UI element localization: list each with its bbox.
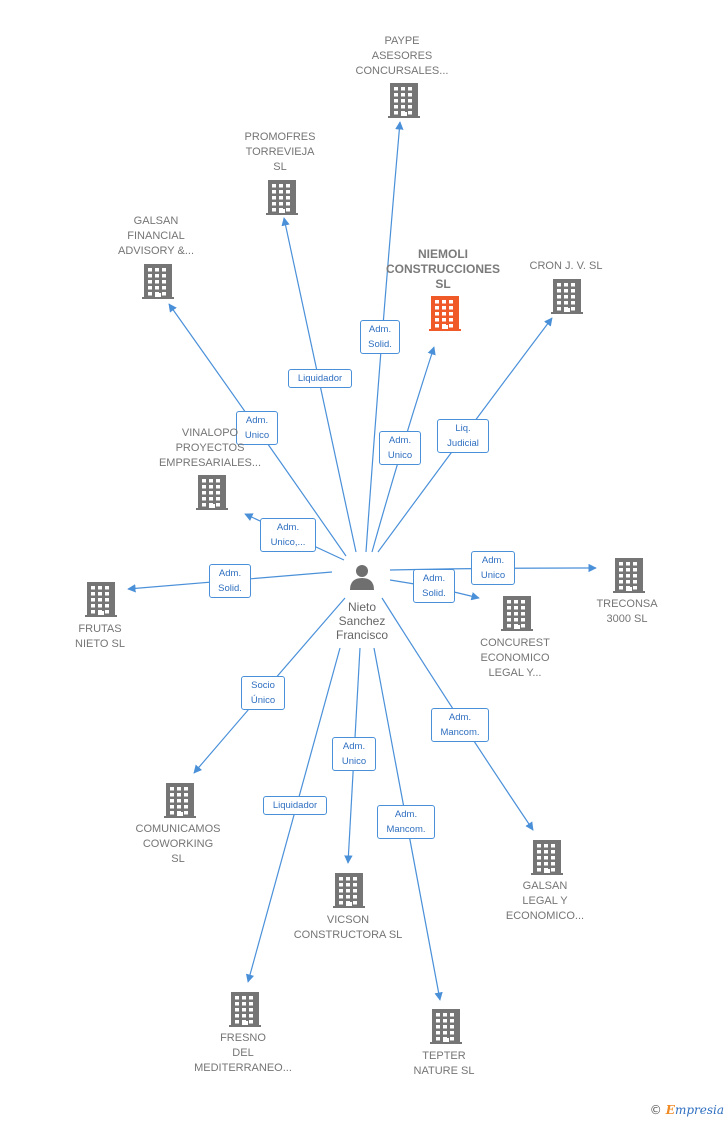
company-label-concurest[interactable]: CONCUREST ECONOMICO LEGAL Y... [480,637,550,679]
company-label-tepter[interactable]: TEPTER NATURE SL [413,1050,475,1077]
building-icon-fresno[interactable] [229,992,261,1027]
company-label-vinalopo[interactable]: VINALOPO PROYECTOS EMPRESARIALES... [158,427,262,469]
building-icon-niemoli[interactable] [429,296,461,331]
company-label-galsan-fin[interactable]: GALSAN FINANCIAL ADVISORY &... [117,215,194,257]
edge-label-niemoli[interactable]: Adm. Unico [379,431,421,465]
company-label-fresno[interactable]: FRESNO DEL MEDITERRANEO... [194,1032,292,1074]
company-label-frutas[interactable]: FRUTAS NIETO SL [75,623,125,650]
building-icon-comunicamos[interactable] [164,783,196,818]
edge-label-frutas[interactable]: Adm. Solid. [209,564,251,598]
company-label-cron[interactable]: CRON J. V. SL [529,260,603,272]
building-icon-tepter[interactable] [430,1009,462,1044]
building-icon-frutas[interactable] [85,582,117,617]
building-icon-vicson[interactable] [333,873,365,908]
company-label-galsan-legal[interactable]: GALSAN LEGAL Y ECONOMICO... [505,880,585,922]
building-icon-concurest[interactable] [501,596,533,631]
building-icon-paype[interactable] [388,83,420,118]
company-label-promofres[interactable]: PROMOFRES TORREVIEJA SL [244,131,316,173]
edge-label-treconsa[interactable]: Adm. Unico [471,551,515,585]
edge-label-galsan-fin[interactable]: Adm. Unico [236,411,278,445]
brand-logo: ©Empresia [649,1103,724,1117]
building-icon-vinalopo[interactable] [196,475,228,510]
building-icon-treconsa[interactable] [613,558,645,593]
edge-label-cron[interactable]: Liq. Judicial [437,419,489,453]
edge-label-fresno[interactable]: Liquidador [263,796,327,815]
edge-label-comunicamos[interactable]: Socio Único [241,676,285,710]
edge-label-tepter[interactable]: Adm. Mancom. [377,805,435,839]
edge-label-promofres[interactable]: Liquidador [288,369,352,388]
company-label-vicson[interactable]: VICSON CONSTRUCTORA SL [293,914,403,941]
edge-label-vinalopo[interactable]: Adm. Unico,... [260,518,316,552]
edge-label-galsan-legal[interactable]: Adm. Mancom. [431,708,489,742]
building-icon-galsan-fin[interactable] [142,264,174,299]
company-label-comunicamos[interactable]: COMUNICAMOS COWORKING SL [135,823,221,865]
building-icon-galsan-legal[interactable] [531,840,563,875]
person-icon [356,565,368,577]
edge-label-concurest[interactable]: Adm. Solid. [413,569,455,603]
building-icon-promofres[interactable] [266,180,298,215]
company-label-niemoli[interactable]: NIEMOLI CONSTRUCCIONES SL [385,247,500,291]
company-label-paype[interactable]: PAYPE ASESORES CONCURSALES... [355,35,449,77]
center-person-name[interactable]: Nieto Sanchez Francisco [335,600,388,642]
building-icon-cron[interactable] [551,279,583,314]
company-label-treconsa[interactable]: TRECONSA 3000 SL [596,598,658,625]
edge-label-vicson[interactable]: Adm. Unico [332,737,376,771]
edge-label-paype[interactable]: Adm. Solid. [360,320,400,354]
person-node[interactable] [347,563,377,593]
